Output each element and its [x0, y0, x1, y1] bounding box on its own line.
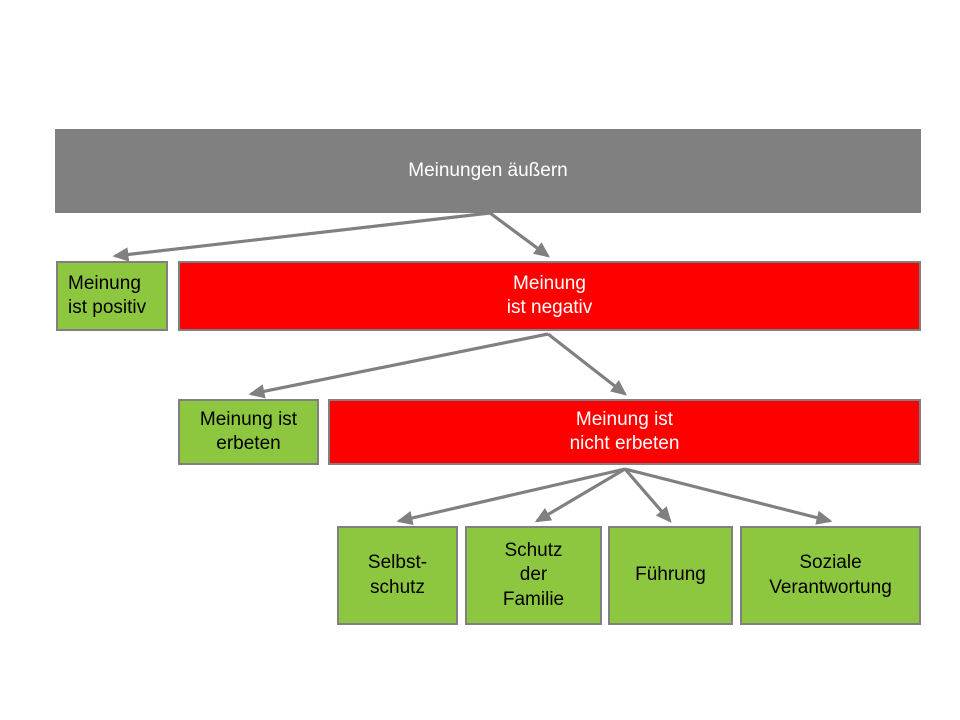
node-soziale-verantwortung[interactable]: Soziale Verantwortung [740, 526, 921, 625]
connector-nicht-erbeten-to-schutz-familie [534, 467, 626, 523]
connector-root-to-positiv [112, 211, 491, 262]
connector-root-to-negativ [489, 211, 551, 258]
node-root[interactable]: Meinungen äußern [55, 129, 921, 213]
node-meinung-ist-nicht-erbeten-label: Meinung ist nicht erbeten [569, 408, 680, 454]
node-meinung-ist-positiv[interactable]: Meinung ist positiv [56, 261, 168, 331]
connector-nicht-erbeten-to-soziale-verantwortung [624, 467, 833, 525]
node-root-label: Meinungen äußern [408, 159, 568, 181]
node-meinung-ist-erbeten-label: Meinung ist erbeten [199, 408, 298, 454]
connector-negativ-to-erbeten [248, 332, 549, 399]
connector-nicht-erbeten-to-fuehrung [623, 467, 672, 523]
connector-negativ-to-nicht-erbeten [547, 332, 628, 396]
node-fuehrung-label: Führung [635, 564, 706, 586]
node-selbstschutz[interactable]: Selbst- schutz [337, 526, 458, 625]
node-schutz-der-familie-label: Schutz der Familie [502, 540, 565, 610]
node-meinung-ist-negativ[interactable]: Meinung ist negativ [178, 261, 921, 331]
node-meinung-ist-negativ-label: Meinung ist negativ [506, 272, 593, 318]
node-selbstschutz-label: Selbst- schutz [367, 552, 428, 598]
node-schutz-der-familie[interactable]: Schutz der Familie [465, 526, 602, 625]
node-meinung-ist-positiv-label: Meinung ist positiv [68, 272, 147, 318]
node-meinung-ist-nicht-erbeten[interactable]: Meinung ist nicht erbeten [328, 399, 921, 465]
node-fuehrung[interactable]: Führung [608, 526, 733, 625]
node-meinung-ist-erbeten[interactable]: Meinung ist erbeten [178, 399, 319, 465]
connector-nicht-erbeten-to-selbstschutz [396, 467, 626, 526]
node-soziale-verantwortung-label: Soziale Verantwortung [769, 552, 892, 598]
